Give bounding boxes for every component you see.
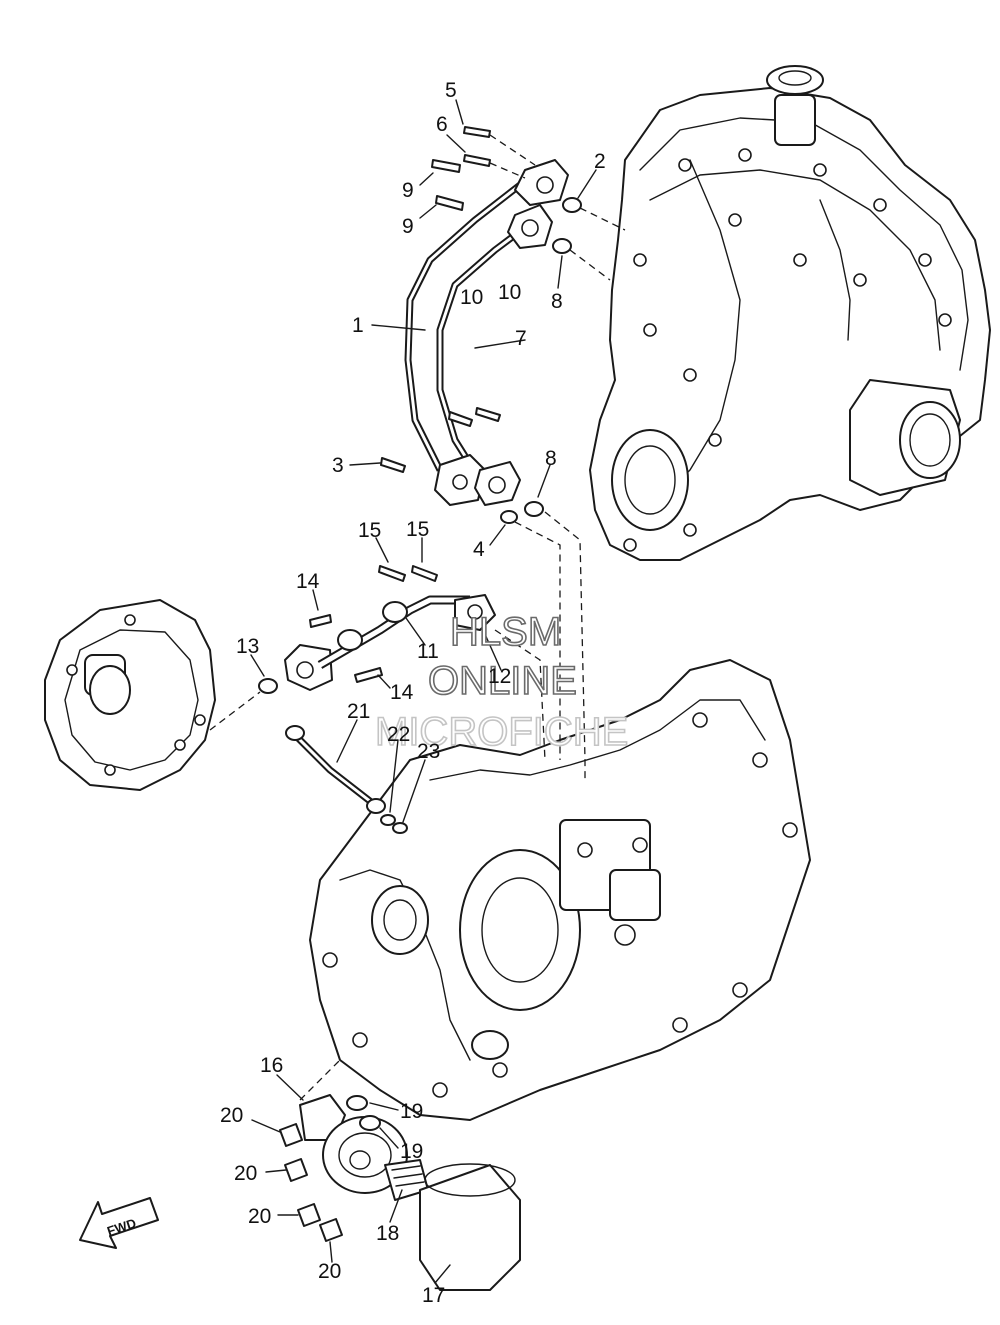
callout-14: 14 xyxy=(390,681,414,704)
callout-12: 12 xyxy=(488,665,511,688)
callout-3: 3 xyxy=(332,454,344,477)
oil-delivery-pipe xyxy=(258,565,496,694)
side-cover xyxy=(44,599,216,791)
forward-direction-arrow: FWD xyxy=(79,1197,159,1249)
callout-13: 13 xyxy=(236,635,259,658)
callout-15: 15 xyxy=(358,519,381,542)
callout-20: 20 xyxy=(248,1205,271,1228)
callout-2: 2 xyxy=(594,150,606,173)
callout-22: 22 xyxy=(387,723,410,746)
crankcase-assembly xyxy=(309,659,811,1121)
cylinder-head-assembly xyxy=(589,65,991,561)
callout-5: 5 xyxy=(445,79,457,102)
callout-1: 1 xyxy=(352,314,364,337)
callout-9: 9 xyxy=(402,215,414,238)
callout-10: 10 xyxy=(460,286,483,309)
callout-11: 11 xyxy=(417,640,439,663)
callout-14: 14 xyxy=(296,570,320,593)
callout-18: 18 xyxy=(376,1222,399,1245)
callout-10: 10 xyxy=(498,281,521,304)
callout-17: 17 xyxy=(422,1284,445,1307)
callout-16: 16 xyxy=(260,1054,283,1077)
watermark-line-1: HLSM xyxy=(450,610,561,654)
callout-20: 20 xyxy=(220,1104,243,1127)
callout-20: 20 xyxy=(234,1162,257,1185)
callout-19: 19 xyxy=(400,1140,423,1163)
callout-9: 9 xyxy=(402,179,414,202)
callout-20: 20 xyxy=(318,1260,341,1283)
callout-23: 23 xyxy=(417,740,440,763)
oil-filter-assembly xyxy=(279,1094,521,1291)
watermark: HLSM ONLINE MICROFICHE xyxy=(374,609,629,755)
oil-pipes xyxy=(404,159,569,506)
callout-19: 19 xyxy=(400,1100,423,1123)
callout-7: 7 xyxy=(515,327,527,350)
bolts-upper xyxy=(380,126,501,473)
callout-15: 15 xyxy=(406,518,429,541)
watermark-line-2: ONLINE xyxy=(428,659,577,703)
leader-lines xyxy=(250,99,597,1284)
callout-8: 8 xyxy=(551,290,563,313)
callout-6: 6 xyxy=(436,113,448,136)
o-rings-upper xyxy=(500,197,582,524)
alignment-lines xyxy=(209,134,626,1101)
callout-8: 8 xyxy=(545,447,557,470)
callout-21: 21 xyxy=(347,700,370,723)
watermark-line-3: MICROFICHE xyxy=(375,710,628,754)
callout-numbers: 5 6 9 9 2 8 1 7 10 10 3 8 4 15 15 14 13 … xyxy=(220,79,606,1307)
oil-pipe-21 xyxy=(285,725,408,834)
callout-4: 4 xyxy=(473,538,485,561)
